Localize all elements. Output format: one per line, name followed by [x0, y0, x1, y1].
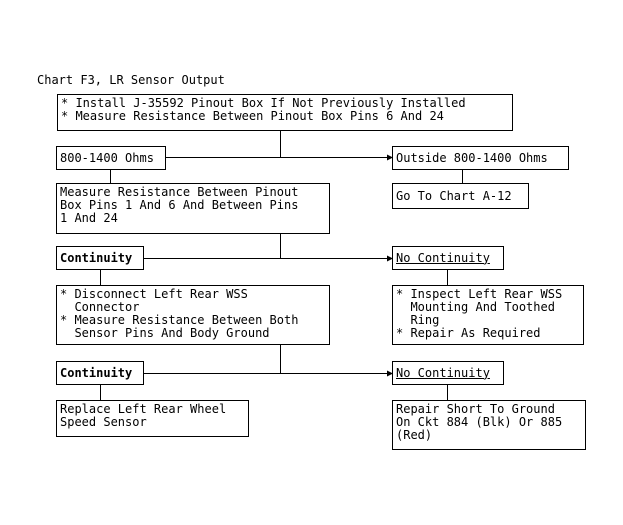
- range-outside-box: Outside 800-1400 Ohms: [392, 146, 569, 170]
- box-line: Replace Left Rear Wheel: [60, 402, 227, 416]
- box-line: On Ckt 884 (Blk) Or 885: [396, 415, 563, 429]
- goto-chart-label: Go To Chart A-12: [396, 188, 512, 203]
- range-ok-box: 800-1400 Ohms: [56, 146, 166, 170]
- box-line: * Measure Resistance Between Pinout Box …: [61, 109, 444, 123]
- box-line: * Measure Resistance Between Both: [60, 313, 299, 327]
- box-line: Mounting And Toothed: [396, 300, 555, 314]
- arrowhead-no-continuity-1: [387, 255, 393, 262]
- repair-short-box: Repair Short To Ground On Ckt 884 (Blk) …: [392, 400, 586, 450]
- box-line: Sensor Pins And Body Ground: [60, 326, 270, 340]
- install-measure-box: * Install J-35592 Pinout Box If Not Prev…: [57, 94, 513, 131]
- box-line: * Inspect Left Rear WSS: [396, 287, 563, 301]
- box-line: (Red): [396, 428, 433, 442]
- box-line: 1 And 24: [60, 211, 118, 225]
- box-line: Box Pins 1 And 6 And Between Pins: [60, 198, 299, 212]
- box-line: Measure Resistance Between Pinout: [60, 185, 299, 199]
- box-line: * Repair As Required: [396, 326, 541, 340]
- disconnect-measure-box: * Disconnect Left Rear WSS Connector * M…: [56, 285, 330, 345]
- box-line: Speed Sensor: [60, 415, 147, 429]
- box-line: Repair Short To Ground: [396, 402, 555, 416]
- arrowhead-outside-range: [387, 154, 393, 161]
- replace-sensor-box: Replace Left Rear Wheel Speed Sensor: [56, 400, 249, 437]
- continuity-box-2: Continuity: [56, 361, 144, 385]
- no-continuity-label-1: No Continuity: [396, 250, 490, 265]
- goto-chart-box: Go To Chart A-12: [392, 183, 529, 209]
- chart-title: Chart F3, LR Sensor Output: [37, 73, 225, 87]
- box-line: Ring: [396, 313, 440, 327]
- measure-pins-box: Measure Resistance Between Pinout Box Pi…: [56, 183, 330, 234]
- continuity-label-2: Continuity: [60, 365, 133, 380]
- no-continuity-label-2: No Continuity: [396, 365, 490, 380]
- box-line: * Install J-35592 Pinout Box If Not Prev…: [61, 96, 466, 110]
- box-line: * Disconnect Left Rear WSS: [60, 287, 248, 301]
- inspect-repair-box: * Inspect Left Rear WSS Mounting And Too…: [392, 285, 584, 345]
- continuity-box-1: Continuity: [56, 246, 144, 270]
- range-ok-label: 800-1400 Ohms: [60, 150, 154, 165]
- no-continuity-box-1: No Continuity: [392, 246, 504, 270]
- continuity-label-1: Continuity: [60, 250, 133, 265]
- box-line: Connector: [60, 300, 140, 314]
- no-continuity-box-2: No Continuity: [392, 361, 504, 385]
- range-outside-label: Outside 800-1400 Ohms: [396, 150, 548, 165]
- arrowhead-no-continuity-2: [387, 370, 393, 377]
